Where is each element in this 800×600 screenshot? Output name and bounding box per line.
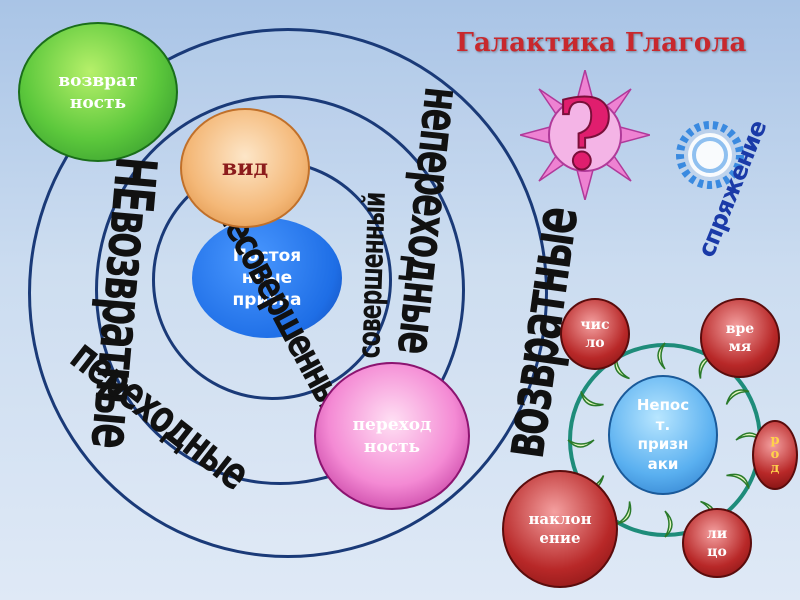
inner-label-sovershenny: совершенный [352, 192, 394, 359]
flower-center-1: Непос [636, 396, 690, 414]
litso-text-1: ли [706, 525, 728, 542]
chislo-text-1: чис [580, 316, 610, 333]
page-title: Галактика Глагола [456, 28, 747, 58]
naklonenie-text-2: ение [539, 529, 581, 547]
core-text-3: призна [232, 290, 302, 311]
core-text-1: Постоя [232, 245, 302, 266]
litso-text-2: цо [707, 544, 727, 560]
vremya-bubble[interactable]: вре мя [700, 298, 780, 378]
perehodnost-text-1: переход [352, 414, 432, 435]
chislo-text-2: ло [585, 335, 605, 351]
vid-bubble[interactable]: вид [180, 108, 310, 228]
vremya-text-2: мя [728, 339, 752, 355]
naklonenie-bubble[interactable]: наклон ение [502, 470, 618, 588]
middle-ring [95, 95, 465, 485]
vozvratnost-bubble[interactable]: возврат ность [18, 22, 178, 162]
perehodnost-bubble[interactable]: переход ность [314, 362, 470, 510]
rod-text-1: р [770, 432, 780, 448]
flower-center-2: т. [655, 415, 671, 434]
rod-text-2: о [770, 446, 780, 462]
core-text-2: нные [241, 267, 293, 288]
chislo-bubble[interactable]: чис ло [560, 298, 630, 370]
perehodnost-text-2: ность [363, 437, 421, 457]
vid-text: вид [221, 154, 269, 181]
rod-text-3: д [770, 461, 780, 477]
gear-icon [676, 121, 744, 189]
vremya-text-1: вре [725, 320, 755, 337]
flower-center-3: призн [637, 435, 689, 453]
vozvratnost-text-1: возврат [58, 70, 138, 91]
flower-center[interactable]: Непос т. призн аки [608, 375, 718, 495]
question-sun-icon: ? [520, 70, 650, 200]
flower-center-4: аки [647, 454, 679, 473]
naklonenie-text-1: наклон [528, 509, 592, 528]
question-mark: ? [557, 78, 613, 191]
litso-bubble[interactable]: ли цо [682, 508, 752, 578]
rod-bubble[interactable]: р о д [752, 420, 798, 490]
core-circle: Постоя нные призна [192, 218, 342, 338]
vozvratnost-text-2: ность [69, 93, 127, 113]
